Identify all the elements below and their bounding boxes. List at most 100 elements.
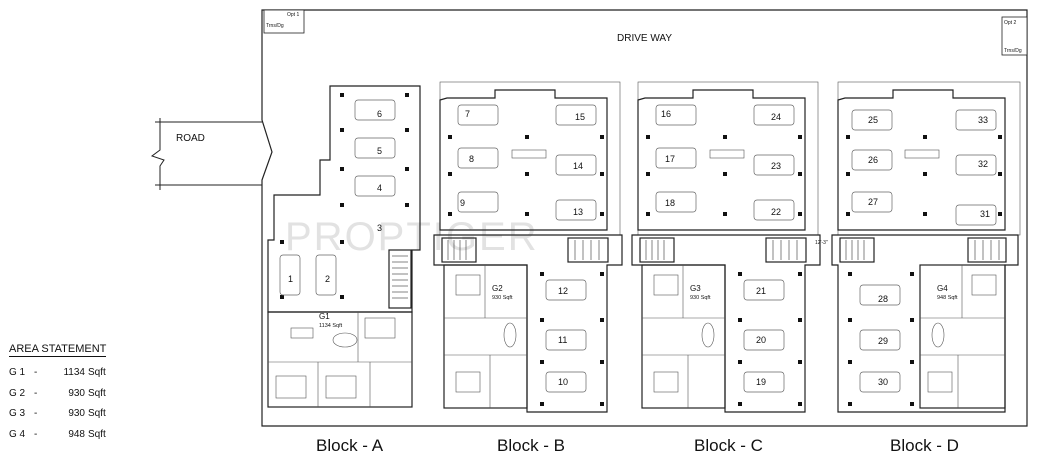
- parking-slot-label: 25: [868, 115, 878, 125]
- parking-slot-label: 1: [288, 274, 293, 284]
- block-b-staircase: [441, 237, 609, 263]
- car-icon: [354, 99, 396, 121]
- car-icon: [354, 137, 396, 159]
- unit-code: G1: [319, 312, 330, 321]
- parking-slot-label: 31: [980, 209, 990, 219]
- parking-slot-label: 17: [665, 154, 675, 164]
- car-icon: [753, 199, 795, 221]
- car-icon: [753, 154, 795, 176]
- parking-slot-label: 3: [377, 223, 382, 233]
- parking-slot-label: 22: [771, 207, 781, 217]
- area-unit: G 1: [9, 367, 26, 378]
- unit-g2: G2 930 Sqft: [443, 264, 528, 409]
- car-icon: [555, 154, 597, 176]
- car-icon: [457, 147, 499, 169]
- block-b-columns: [448, 135, 604, 216]
- unit-size: 930 Sqft: [690, 295, 711, 301]
- parking-slot-label: 24: [771, 112, 781, 122]
- area-unit: G 4: [9, 429, 26, 440]
- car-icon: [859, 329, 901, 351]
- block-b-parking-outline: [439, 89, 608, 231]
- area-dash: -: [34, 429, 38, 440]
- area-unit-label: Sqft: [88, 388, 106, 399]
- parking-slot-label: 28: [878, 294, 888, 304]
- site-boundary: [261, 9, 1028, 427]
- parking-slot-label: 14: [573, 161, 583, 171]
- block-c-staircase: [639, 237, 807, 263]
- block-label: Block - C: [694, 436, 763, 455]
- area-dash: -: [34, 388, 38, 399]
- parking-slot-label: 12: [558, 286, 568, 296]
- car-icon: [955, 204, 997, 226]
- area-unit-label: Sqft: [88, 429, 106, 440]
- road-label: ROAD: [176, 133, 205, 144]
- area-value: 930: [68, 408, 85, 419]
- car-icon: [457, 104, 499, 126]
- car-icon: [851, 191, 893, 213]
- block-d-parking-outline: [837, 89, 1006, 231]
- area-dash: -: [34, 408, 38, 419]
- car-icon: [279, 254, 301, 296]
- block-a: 6 5 4 3 1 2 G1 1134 Sqft Bloc: [267, 85, 421, 455]
- corner-tag-sub: Trns/Dg: [266, 23, 284, 29]
- parking-slot-label: 15: [575, 112, 585, 122]
- car-icon: [555, 199, 597, 221]
- corner-tag-opt: Opt 1: [287, 12, 299, 18]
- unit-g4: G4 948 Sqft: [919, 264, 1006, 409]
- car-icon: [655, 191, 697, 213]
- car-icon: [743, 279, 785, 301]
- car-icon: [354, 175, 396, 197]
- area-unit-label: Sqft: [88, 408, 106, 419]
- car-icon: [753, 104, 795, 126]
- car-icon: [851, 109, 893, 131]
- block-b-columns-lower: [540, 272, 604, 406]
- car-icon: [545, 279, 587, 301]
- corner-tag-left: Opt 1 Trns/Dg: [263, 9, 305, 34]
- block-a-staircase: [388, 249, 412, 309]
- area-value: 948: [68, 429, 85, 440]
- car-icon: [655, 147, 697, 169]
- parking-slot-label: 26: [868, 155, 878, 165]
- unit-size: 930 Sqft: [492, 295, 513, 301]
- parking-slot-label: 33: [978, 115, 988, 125]
- parking-slot-label: 20: [756, 335, 766, 345]
- corner-tag-right: Opt 2 Trns/Dg: [1001, 16, 1028, 56]
- parking-slot-label: 29: [878, 336, 888, 346]
- block-label: Block - B: [497, 436, 565, 455]
- dimension-note: 12'-3": [815, 240, 828, 246]
- car-icon: [851, 149, 893, 171]
- parking-slot-label: 18: [665, 198, 675, 208]
- car-icon: [743, 329, 785, 351]
- block-d-floor-outline: [831, 234, 1019, 413]
- parking-slot-label: 11: [558, 335, 567, 345]
- block-c: 16 24 17 23 18 22 G3 930 Sqft: [631, 81, 821, 455]
- corner-tag-opt: Opt 2: [1004, 20, 1016, 26]
- unit-code: G2: [492, 284, 503, 293]
- block-a-columns: [280, 93, 409, 299]
- block-d-staircase: [839, 237, 1007, 263]
- car-icon: [545, 329, 587, 351]
- block-label: Block - A: [316, 436, 384, 455]
- car-icon: [859, 284, 901, 306]
- unit-g3: G3 930 Sqft: [641, 264, 726, 409]
- block-c-columns: [646, 135, 802, 216]
- car-icon: [315, 254, 337, 296]
- area-unit: G 2: [9, 388, 26, 399]
- parking-slot-label: 32: [978, 159, 988, 169]
- parking-slot-label: 9: [460, 198, 465, 208]
- car-icon: [555, 104, 597, 126]
- parking-slot-label: 2: [325, 274, 330, 284]
- parking-slot-label: 6: [377, 109, 382, 119]
- road: ROAD: [150, 118, 262, 190]
- unit-size: 948 Sqft: [937, 295, 958, 301]
- parking-slot-label: 30: [878, 377, 888, 387]
- car-icon: [655, 104, 697, 126]
- unit-g1: G1 1134 Sqft: [267, 311, 413, 408]
- area-dash: -: [34, 367, 38, 378]
- parking-slot-label: 5: [377, 146, 382, 156]
- car-icon: [955, 154, 997, 176]
- block-d-columns-lower: [848, 272, 914, 406]
